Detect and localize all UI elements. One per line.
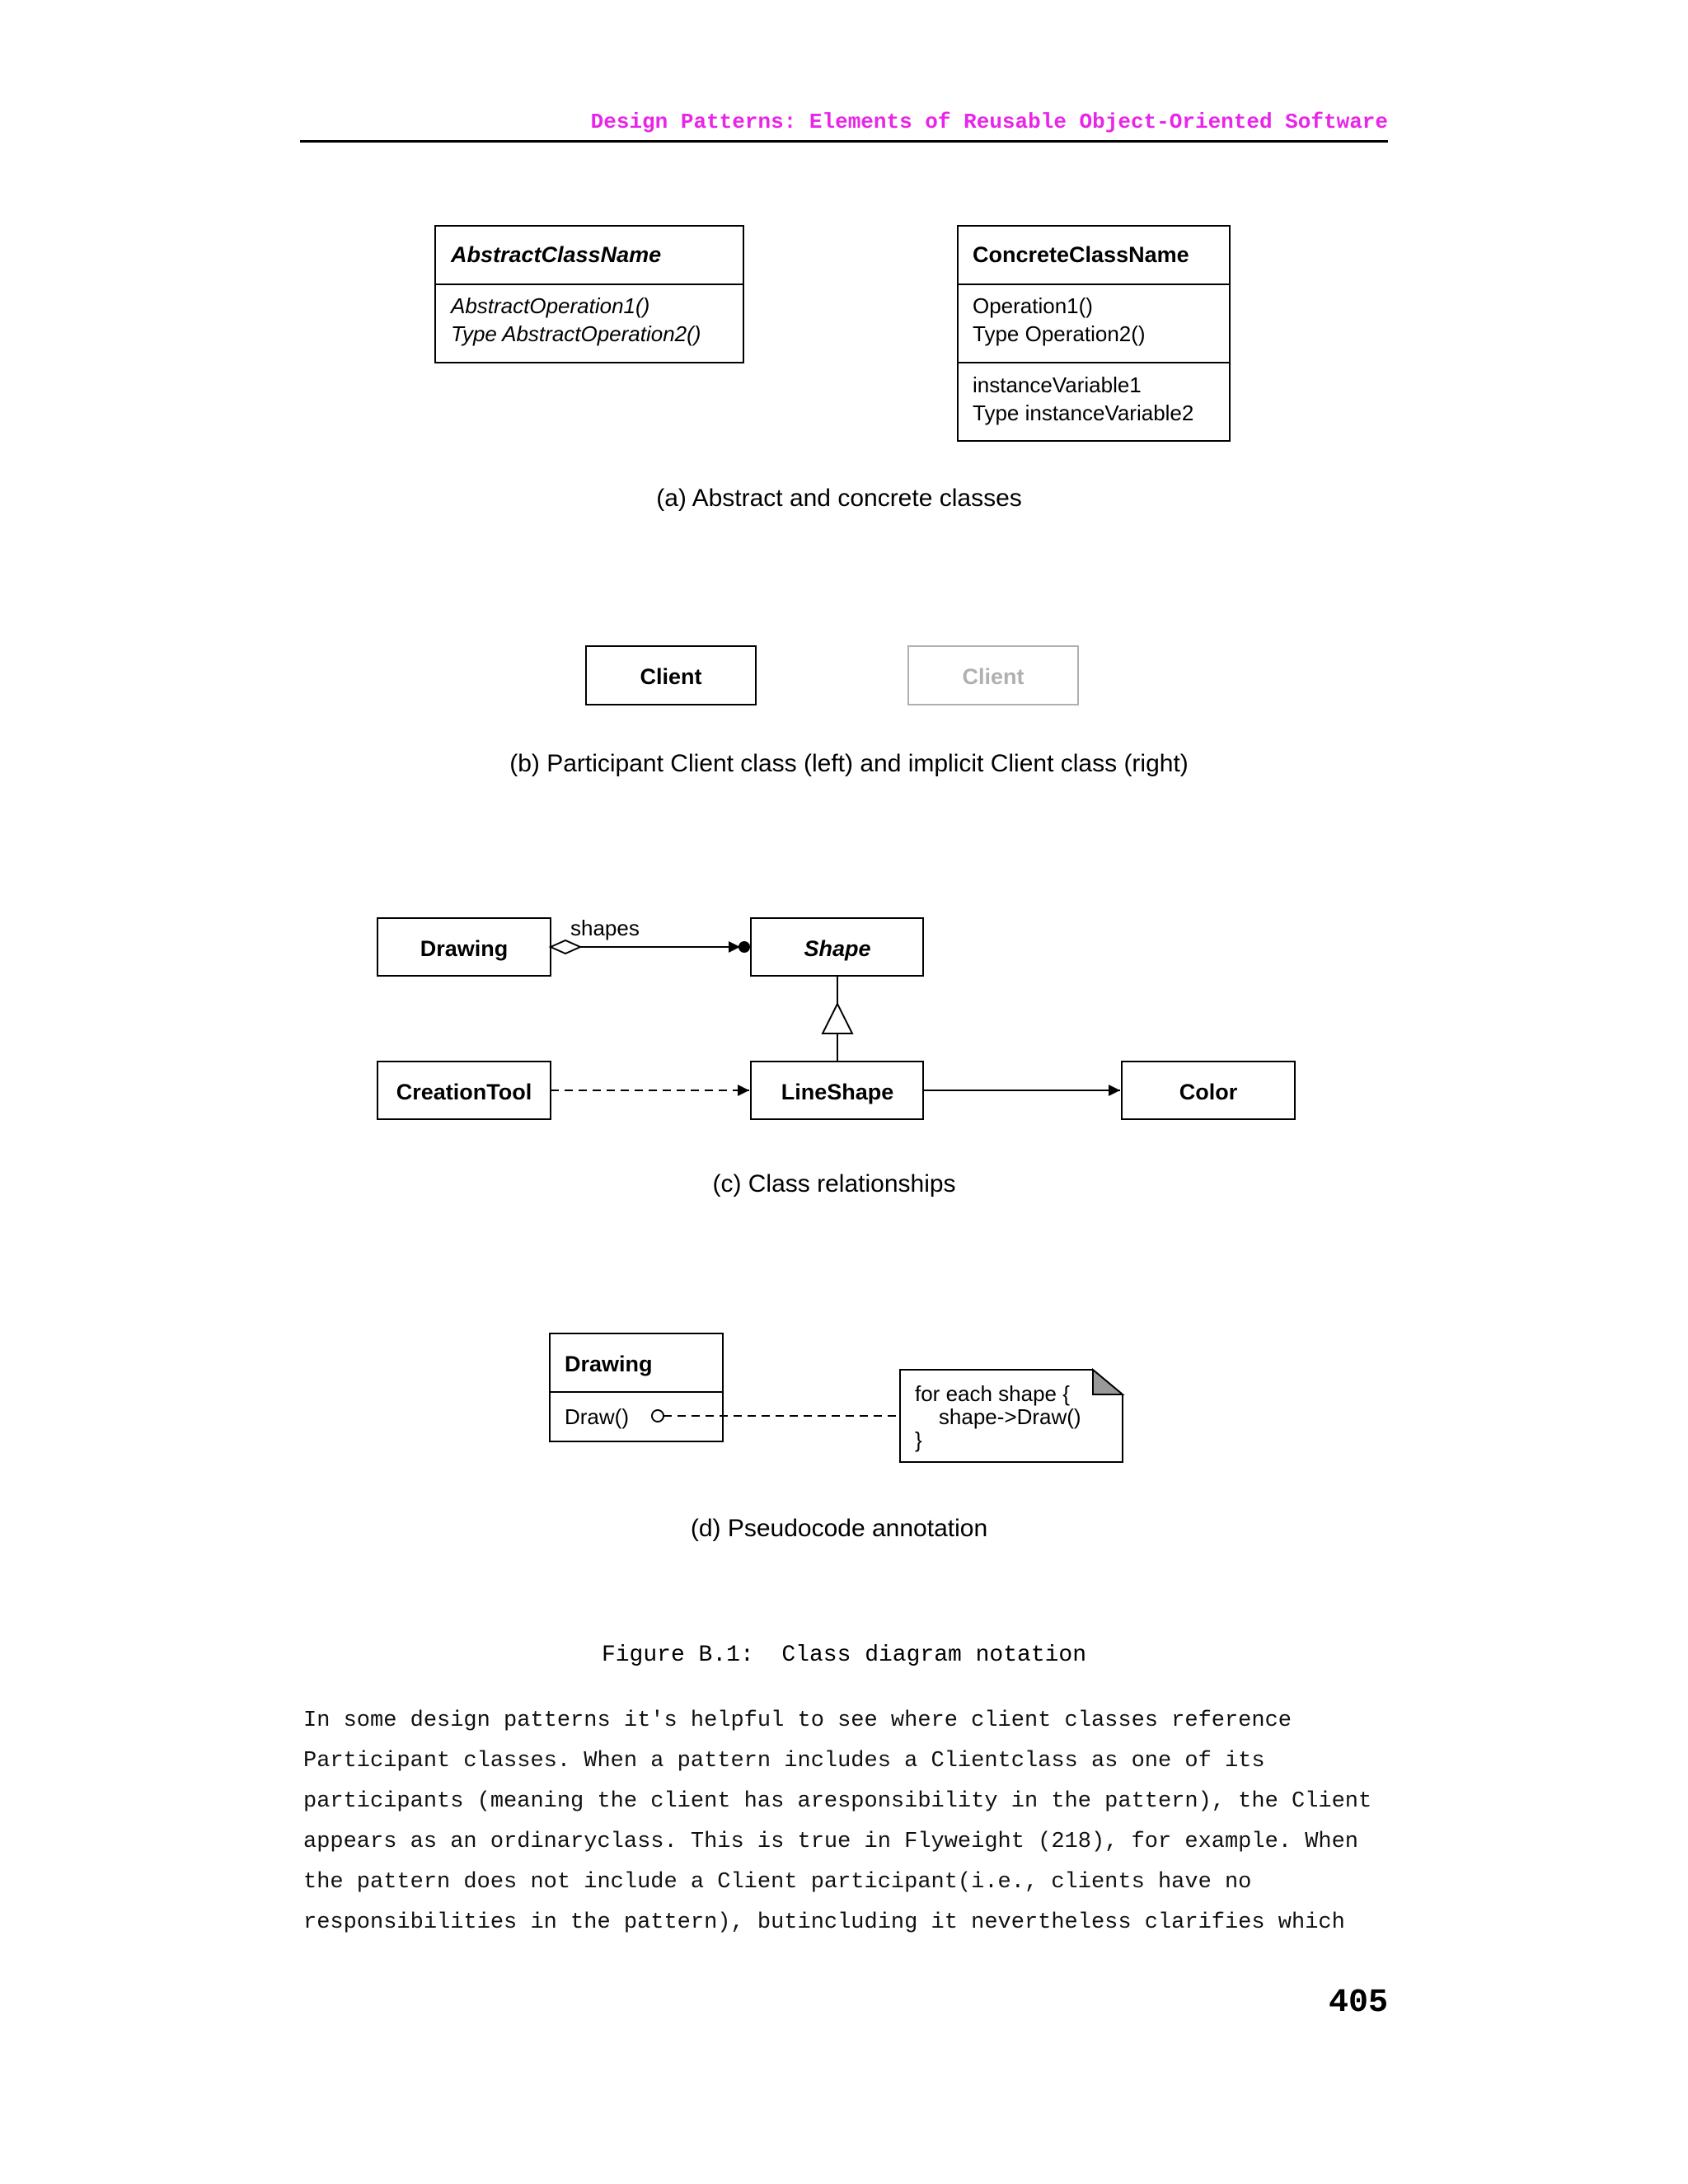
panel-c-caption: (c) Class relationships [712, 1170, 955, 1197]
body-paragraph: In some design patterns it's helpful to … [303, 1701, 1391, 1943]
shape-class-box: Shape [750, 917, 924, 977]
draw-operation: Draw() [565, 1404, 629, 1429]
shape-class-label: Shape [804, 936, 870, 961]
note-line-3: } [915, 1427, 922, 1452]
shapes-role-label: shapes [570, 916, 640, 940]
instance-variable-2: Type instanceVariable2 [973, 401, 1193, 425]
figure-caption: Figure B.1: Class diagram notation [601, 1643, 1087, 1668]
body-line-3: participants (meaning the client has are… [303, 1789, 1372, 1814]
body-line-2: Participant classes. When a pattern incl… [303, 1749, 1265, 1774]
panel-d: Drawing Draw() for each shape { shape->D… [549, 1333, 1125, 1542]
drawing-class-box: Drawing [377, 917, 551, 977]
concrete-class-name: ConcreteClassName [973, 242, 1189, 267]
panel-a: AbstractClassName AbstractOperation1() T… [434, 225, 1231, 512]
body-line-6: responsibilities in the pattern), butinc… [303, 1910, 1345, 1935]
color-class-box: Color [1121, 1061, 1296, 1120]
abstract-operation-1: AbstractOperation1() [449, 293, 649, 318]
header-rule [300, 140, 1388, 143]
panel-b: Client Client (b) Participant Client cla… [509, 645, 1189, 777]
line-shape-class-box: LineShape [750, 1061, 924, 1120]
drawing-class-label: Drawing [420, 936, 509, 961]
line-shape-class-label: LineShape [781, 1080, 894, 1104]
panel-a-caption: (a) Abstract and concrete classes [656, 485, 1022, 512]
drawing-class-name: Drawing [565, 1352, 653, 1376]
instance-variable-1: instanceVariable1 [973, 373, 1142, 397]
creation-tool-class-box: CreationTool [377, 1061, 551, 1120]
inheritance-relationship [821, 976, 854, 1062]
panel-b-caption: (b) Participant Client class (left) and … [509, 750, 1189, 777]
body-line-5: the pattern does not include a Client pa… [303, 1870, 1252, 1895]
concrete-operation-1: Operation1() [973, 293, 1093, 318]
panel-d-caption: (d) Pseudocode annotation [691, 1515, 987, 1542]
drawing-operation-class-box: Drawing Draw() [549, 1333, 724, 1442]
pseudocode-note: for each shape { shape->Draw() } [899, 1367, 1125, 1463]
running-header-title: Design Patterns: Elements of Reusable Ob… [590, 110, 1388, 134]
annotation-connector [651, 1409, 900, 1422]
aggregation-relationship: shapes [548, 916, 750, 955]
implicit-client-label: Client [962, 664, 1024, 689]
concrete-operation-2: Type Operation2() [973, 321, 1146, 346]
color-class-label: Color [1179, 1080, 1238, 1104]
body-line-4: appears as an ordinaryclass. This is tru… [303, 1830, 1359, 1854]
page-number: 405 [1328, 1985, 1388, 2022]
abstract-operation-2: Type AbstractOperation2() [451, 321, 701, 346]
panel-c: Drawing Shape CreationTool LineShape Col… [377, 916, 1296, 1197]
abstract-class-box: AbstractClassName AbstractOperation1() T… [434, 225, 744, 363]
participant-client-label: Client [640, 664, 701, 689]
concrete-class-box: ConcreteClassName Operation1() Type Oper… [957, 225, 1231, 442]
implicit-client-box: Client [907, 645, 1079, 705]
body-line-1: In some design patterns it's helpful to … [303, 1708, 1292, 1733]
note-line-2: shape->Draw() [915, 1404, 1081, 1429]
note-line-1: for each shape { [915, 1381, 1070, 1406]
creation-tool-class-label: CreationTool [396, 1080, 532, 1104]
abstract-class-name: AbstractClassName [450, 242, 661, 267]
participant-client-box: Client [585, 645, 757, 705]
